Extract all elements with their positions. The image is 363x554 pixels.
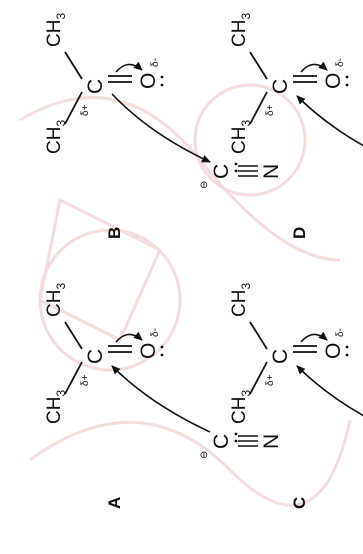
carbonyl-carbon: C	[84, 79, 107, 94]
carbonyl-carbon: C	[269, 79, 292, 94]
methyl-group-left: CH3	[229, 390, 253, 424]
pi-bond-arrow	[115, 331, 143, 343]
delta-minus: δ-	[150, 328, 161, 337]
methyl-group-left: CH3	[44, 390, 68, 424]
methyl-group-right: CH3	[229, 283, 253, 317]
bond-left	[64, 361, 83, 395]
lone-pair-dot	[345, 353, 349, 357]
lone-pair-dot	[345, 345, 349, 349]
nucleophile-atom: C	[210, 164, 233, 179]
lone-pair-dot	[345, 83, 349, 87]
delta-plus: δ+	[80, 374, 91, 386]
carbonyl-carbon: C	[84, 349, 107, 364]
lone-pair-dot	[160, 83, 164, 87]
lone-pair-dot	[234, 439, 238, 443]
lone-pair-dot	[160, 353, 164, 357]
delta-plus: δ+	[265, 104, 276, 116]
delta-minus: δ-	[335, 58, 346, 67]
bond-left	[249, 91, 268, 125]
methyl-group-right: CH3	[44, 13, 68, 47]
carbonyl-carbon: C	[269, 349, 292, 364]
delta-plus: δ+	[265, 374, 276, 386]
carbonyl-oxygen: O	[322, 343, 345, 359]
delta-minus: δ-	[335, 328, 346, 337]
carbonyl-oxygen: O	[137, 343, 160, 359]
delta-plus: δ+	[80, 104, 91, 116]
methyl-group-right: CH3	[229, 13, 253, 47]
option-label: A	[105, 497, 124, 509]
negative-charge: ⊖	[199, 451, 210, 459]
option-label: C	[290, 497, 309, 509]
lone-pair-dot	[234, 432, 238, 436]
carbonyl-oxygen: O	[137, 73, 160, 89]
negative-charge: ⊖	[199, 181, 210, 189]
bond-left	[64, 91, 83, 125]
pi-bond-arrow	[115, 61, 143, 73]
lone-pair-dot	[345, 75, 349, 79]
bond-left	[249, 361, 268, 395]
pi-bond-arrow	[300, 61, 328, 73]
nucleophilic-attack-arrow	[111, 93, 211, 163]
pi-bond-arrow	[300, 331, 328, 343]
nucleophilic-attack-arrow	[111, 365, 211, 433]
nucleophilic-attack-arrow	[296, 95, 363, 163]
lone-pair-dot	[234, 169, 238, 173]
lone-pair-dot	[234, 162, 238, 166]
bond-right	[249, 321, 268, 350]
delta-minus: δ-	[150, 58, 161, 67]
methyl-group-left: CH3	[44, 120, 68, 154]
option-label: D	[290, 227, 309, 239]
bond-right	[249, 51, 268, 80]
option-label: B	[105, 227, 124, 239]
nucleophilic-attack-arrow	[296, 365, 363, 433]
nucleophile-atom: C	[210, 434, 233, 449]
methyl-group-right: CH3	[44, 283, 68, 317]
nucleophile-partner: N	[260, 434, 283, 449]
nucleophile-partner: N	[260, 164, 283, 179]
bond-right	[64, 51, 83, 80]
carbonyl-oxygen: O	[322, 73, 345, 89]
bond-right	[64, 321, 83, 350]
methyl-group-left: CH3	[229, 120, 253, 154]
lone-pair-dot	[160, 75, 164, 79]
lone-pair-dot	[160, 345, 164, 349]
